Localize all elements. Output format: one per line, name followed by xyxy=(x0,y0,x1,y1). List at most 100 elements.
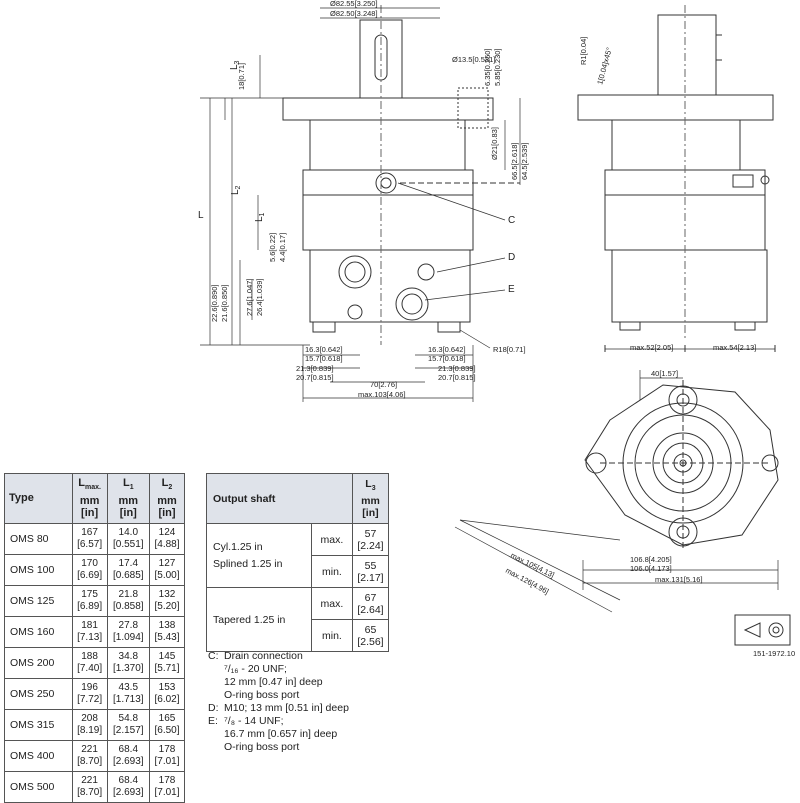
l1-cell: 14.0[0.551] xyxy=(106,523,151,555)
port-block xyxy=(309,249,471,323)
limit-min: min. xyxy=(310,619,353,652)
shaft-value: 65[2.56] xyxy=(351,619,390,652)
note-line: Drain connection xyxy=(224,650,303,662)
dim-flange-width: max.131[5.16] xyxy=(655,575,703,584)
type-dimensions-table: Type Lmax. mm [in] L1 mm [in] L2 mm [in]… xyxy=(4,473,185,803)
note-item: D:M10; 13 mm [0.51 in] deep xyxy=(208,702,408,715)
projection-symbol xyxy=(734,614,791,646)
dim-fillet: R1[0.04] xyxy=(579,37,588,65)
side-housing xyxy=(611,119,741,171)
dim-port-height-max: 22.6[0.890] xyxy=(210,284,219,322)
output-shaft-table: Output shaft L3 mm [in] Cyl.1.25 in Spli… xyxy=(206,473,390,652)
dim-port-spacing: 70[2.76] xyxy=(370,380,397,389)
drawing-id: 151-1972.10 xyxy=(753,649,795,658)
dim-bore: Ø21[0.83] xyxy=(490,127,499,160)
type-cell: OMS 500 xyxy=(4,771,73,803)
l2-cell: 124[4.88] xyxy=(149,523,185,555)
side-view xyxy=(577,5,776,352)
l1-cell: 54.8[2.157] xyxy=(106,709,151,741)
dim-label-l3: L3 xyxy=(229,60,241,70)
dim-right-a-max: 16.3[0.642] xyxy=(428,345,466,354)
type-cell: OMS 315 xyxy=(4,709,73,741)
note-key: E: xyxy=(208,715,218,727)
mounting-flange xyxy=(282,97,494,121)
dim-left-a-max: 16.3[0.642] xyxy=(305,345,343,354)
main-port-e xyxy=(395,287,429,321)
limit-max: max. xyxy=(310,587,353,620)
lmax-cell: 175[6.89] xyxy=(71,585,108,617)
l2-cell: 138[5.43] xyxy=(149,616,185,648)
l1-cell: 27.8[1.094] xyxy=(106,616,151,648)
dim-radius: R18[0.71] xyxy=(493,345,526,354)
type-cell: OMS 160 xyxy=(4,616,73,648)
dim-label-l2: L2 xyxy=(230,185,242,195)
note-key: C: xyxy=(208,650,219,662)
dim-port-offset-max: 5.6[0.22] xyxy=(268,233,277,262)
shaft-value: 67[2.64] xyxy=(351,587,390,620)
limit-max: max. xyxy=(310,523,353,556)
l2-cell: 178[7.01] xyxy=(149,771,185,803)
type-cell: OMS 125 xyxy=(4,585,73,617)
l2-cell: 153[6.02] xyxy=(149,678,185,710)
dim-flange-thk: 18[0.71] xyxy=(237,63,246,90)
dim-body-max: 66.5[2.618] xyxy=(510,142,519,180)
dim-pcd-offset: 40[1.57] xyxy=(651,369,678,378)
dim-key-min: 5.85[0.230] xyxy=(493,48,502,86)
lmax-cell: 188[7.40] xyxy=(71,647,108,679)
callout-e: E xyxy=(508,284,515,295)
dim-pilot-max: 106.8[4.205] xyxy=(630,555,672,564)
l1-cell: 34.8[1.370] xyxy=(106,647,151,679)
dim-body-min: 64.5[2.539] xyxy=(520,142,529,180)
port-d xyxy=(417,263,435,281)
note-line: ⁷/₁₆ - 20 UNF; xyxy=(224,663,287,675)
dim-max-width: max.103[4.06] xyxy=(358,390,406,399)
lmax-cell: 221[8.70] xyxy=(71,740,108,772)
dim-right-b-max: 21.3[0.839] xyxy=(438,364,476,373)
l2-cell: 178[7.01] xyxy=(149,740,185,772)
note-line: ⁷/₈ - 14 UNF; xyxy=(224,715,284,727)
note-line: M10; 13 mm [0.51 in] deep xyxy=(224,702,349,714)
l1-cell: 17.4[0.685] xyxy=(106,554,151,586)
col-l3: L3 mm [in] xyxy=(351,473,390,524)
dim-diameter-max: Ø82.55[3.250] xyxy=(330,0,378,8)
type-cell: OMS 100 xyxy=(4,554,73,586)
dim-left-b-max: 21.3[0.839] xyxy=(296,364,334,373)
type-cell: OMS 250 xyxy=(4,678,73,710)
dim-key-max: 6.35[0.250] xyxy=(483,48,492,86)
shaft-group-tapered: Tapered 1.25 in xyxy=(206,587,312,652)
dim-label-l: L xyxy=(198,210,204,221)
dim-right-a-min: 15.7[0.618] xyxy=(428,354,466,363)
dim-side-right: max.54[2.13] xyxy=(713,343,756,352)
lmax-cell: 170[6.69] xyxy=(71,554,108,586)
l2-cell: 145[5.71] xyxy=(149,647,185,679)
drain-port-c xyxy=(375,172,397,194)
type-cell: OMS 400 xyxy=(4,740,73,772)
dim-port2-min: 26.4[1.039] xyxy=(255,278,264,316)
l2-cell: 132[5.20] xyxy=(149,585,185,617)
note-line: O-ring boss port xyxy=(224,741,300,753)
dim-left-b-min: 20.7[0.815] xyxy=(296,373,334,382)
note-line: 16.7 mm [0.657 in] deep xyxy=(224,728,338,740)
front-view xyxy=(282,5,520,345)
l2-cell: 127[5.00] xyxy=(149,554,185,586)
dim-diameter-min: Ø82.50[3.248] xyxy=(330,9,378,18)
callout-c: C xyxy=(508,215,515,226)
note-line: O-ring boss port xyxy=(224,689,300,701)
side-port-block xyxy=(611,249,768,323)
limit-min: min. xyxy=(310,555,353,588)
flange-outline xyxy=(584,384,779,546)
dim-chamfer: 1[0.04]x45° xyxy=(595,46,614,85)
col-l1: L1 mm [in] xyxy=(106,473,151,524)
side-shaft xyxy=(657,14,717,96)
